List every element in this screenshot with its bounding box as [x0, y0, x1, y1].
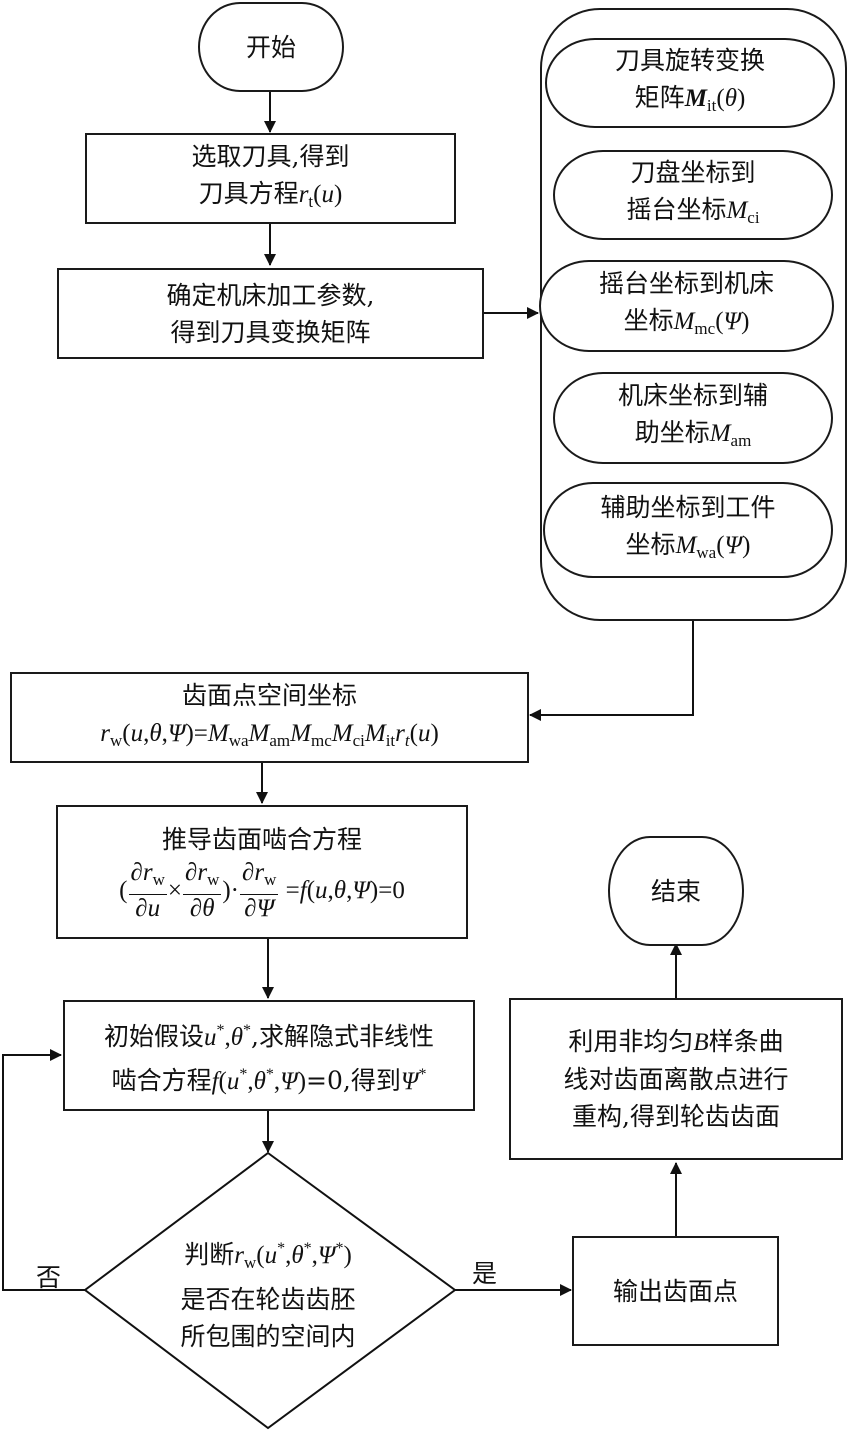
decision-text: 判断rw(u*,θ*,Ψ*) 是否在轮齿齿胚 所包围的空间内 [140, 1230, 396, 1355]
meshing-equation-formula: ( ∂rw∂u × ∂rw∂θ )· ∂rw∂Ψ =f(u,θ,Ψ)=0 [119, 859, 405, 922]
reconstruct-line3: 重构,得到轮齿齿面 [572, 1102, 780, 1131]
solve-line2: 啮合方程f(u*,θ*,Ψ)=0,得到Ψ* [111, 1065, 427, 1095]
start-label: 开始 [245, 32, 296, 62]
reconstruct-line1: 利用非均匀B样条曲 [568, 1027, 784, 1056]
meshing-equation-node: 推导齿面啮合方程 ( ∂rw∂u × ∂rw∂θ )· ∂rw∂Ψ =f(u,θ… [56, 805, 468, 939]
matrix-node-mc: 摇台坐标到机床 坐标Mmc(Ψ) [539, 260, 834, 352]
matrix-node-it: 刀具旋转变换 矩阵Mit(θ) [545, 38, 835, 128]
machine-params-line2: 得到刀具变换矩阵 [170, 317, 371, 347]
tooth-coords-title: 齿面点空间坐标 [181, 680, 357, 710]
output-points-node: 输出齿面点 [572, 1236, 779, 1346]
arrow-decision-no-loop [2, 1049, 85, 1291]
select-tool-line1: 选取刀具,得到 [191, 141, 350, 171]
select-tool-node: 选取刀具,得到 刀具方程rt(u) [85, 133, 456, 224]
select-tool-line2: 刀具方程rt(u) [198, 178, 343, 211]
solve-line1: 初始假设u*,θ*,求解隐式非线性 [104, 1021, 434, 1051]
end-label: 结束 [650, 876, 701, 906]
tooth-coords-node: 齿面点空间坐标 rw(u,θ,Ψ)=MwaMamMmcMciMitrt(u) [10, 672, 529, 763]
matrix-node-ci: 刀盘坐标到 摇台坐标Mci [553, 150, 833, 240]
tooth-coords-formula: rw(u,θ,Ψ)=MwaMamMmcMciMitrt(u) [100, 719, 439, 750]
decision-line1: 判断rw(u*,θ*,Ψ*) [184, 1240, 352, 1272]
matrix-node-wa: 辅助坐标到工件 坐标Mwa(Ψ) [543, 482, 833, 578]
reconstruct-node: 利用非均匀B样条曲 线对齿面离散点进行 重构,得到轮齿齿面 [509, 998, 843, 1160]
decision-line2: 是否在轮齿齿胚 [180, 1285, 356, 1314]
machine-params-line1: 确定机床加工参数, [166, 280, 375, 310]
meshing-equation-title: 推导齿面啮合方程 [161, 825, 362, 854]
arrow-matrices-to-coords [529, 620, 694, 721]
decision-diamond [83, 1151, 457, 1430]
yes-branch-label: 是 [472, 1259, 498, 1288]
output-points-label: 输出齿面点 [612, 1276, 738, 1306]
matrix-node-am: 机床坐标到辅 助坐标Mam [553, 372, 833, 464]
reconstruct-line2: 线对齿面离散点进行 [563, 1065, 789, 1094]
solve-node: 初始假设u*,θ*,求解隐式非线性 啮合方程f(u*,θ*,Ψ)=0,得到Ψ* [63, 1000, 475, 1111]
machine-params-node: 确定机床加工参数, 得到刀具变换矩阵 [57, 268, 484, 359]
no-branch-label: 否 [36, 1263, 62, 1292]
start-node: 开始 [198, 2, 344, 92]
decision-line3: 所包围的空间内 [180, 1322, 356, 1351]
end-node: 结束 [608, 836, 744, 946]
